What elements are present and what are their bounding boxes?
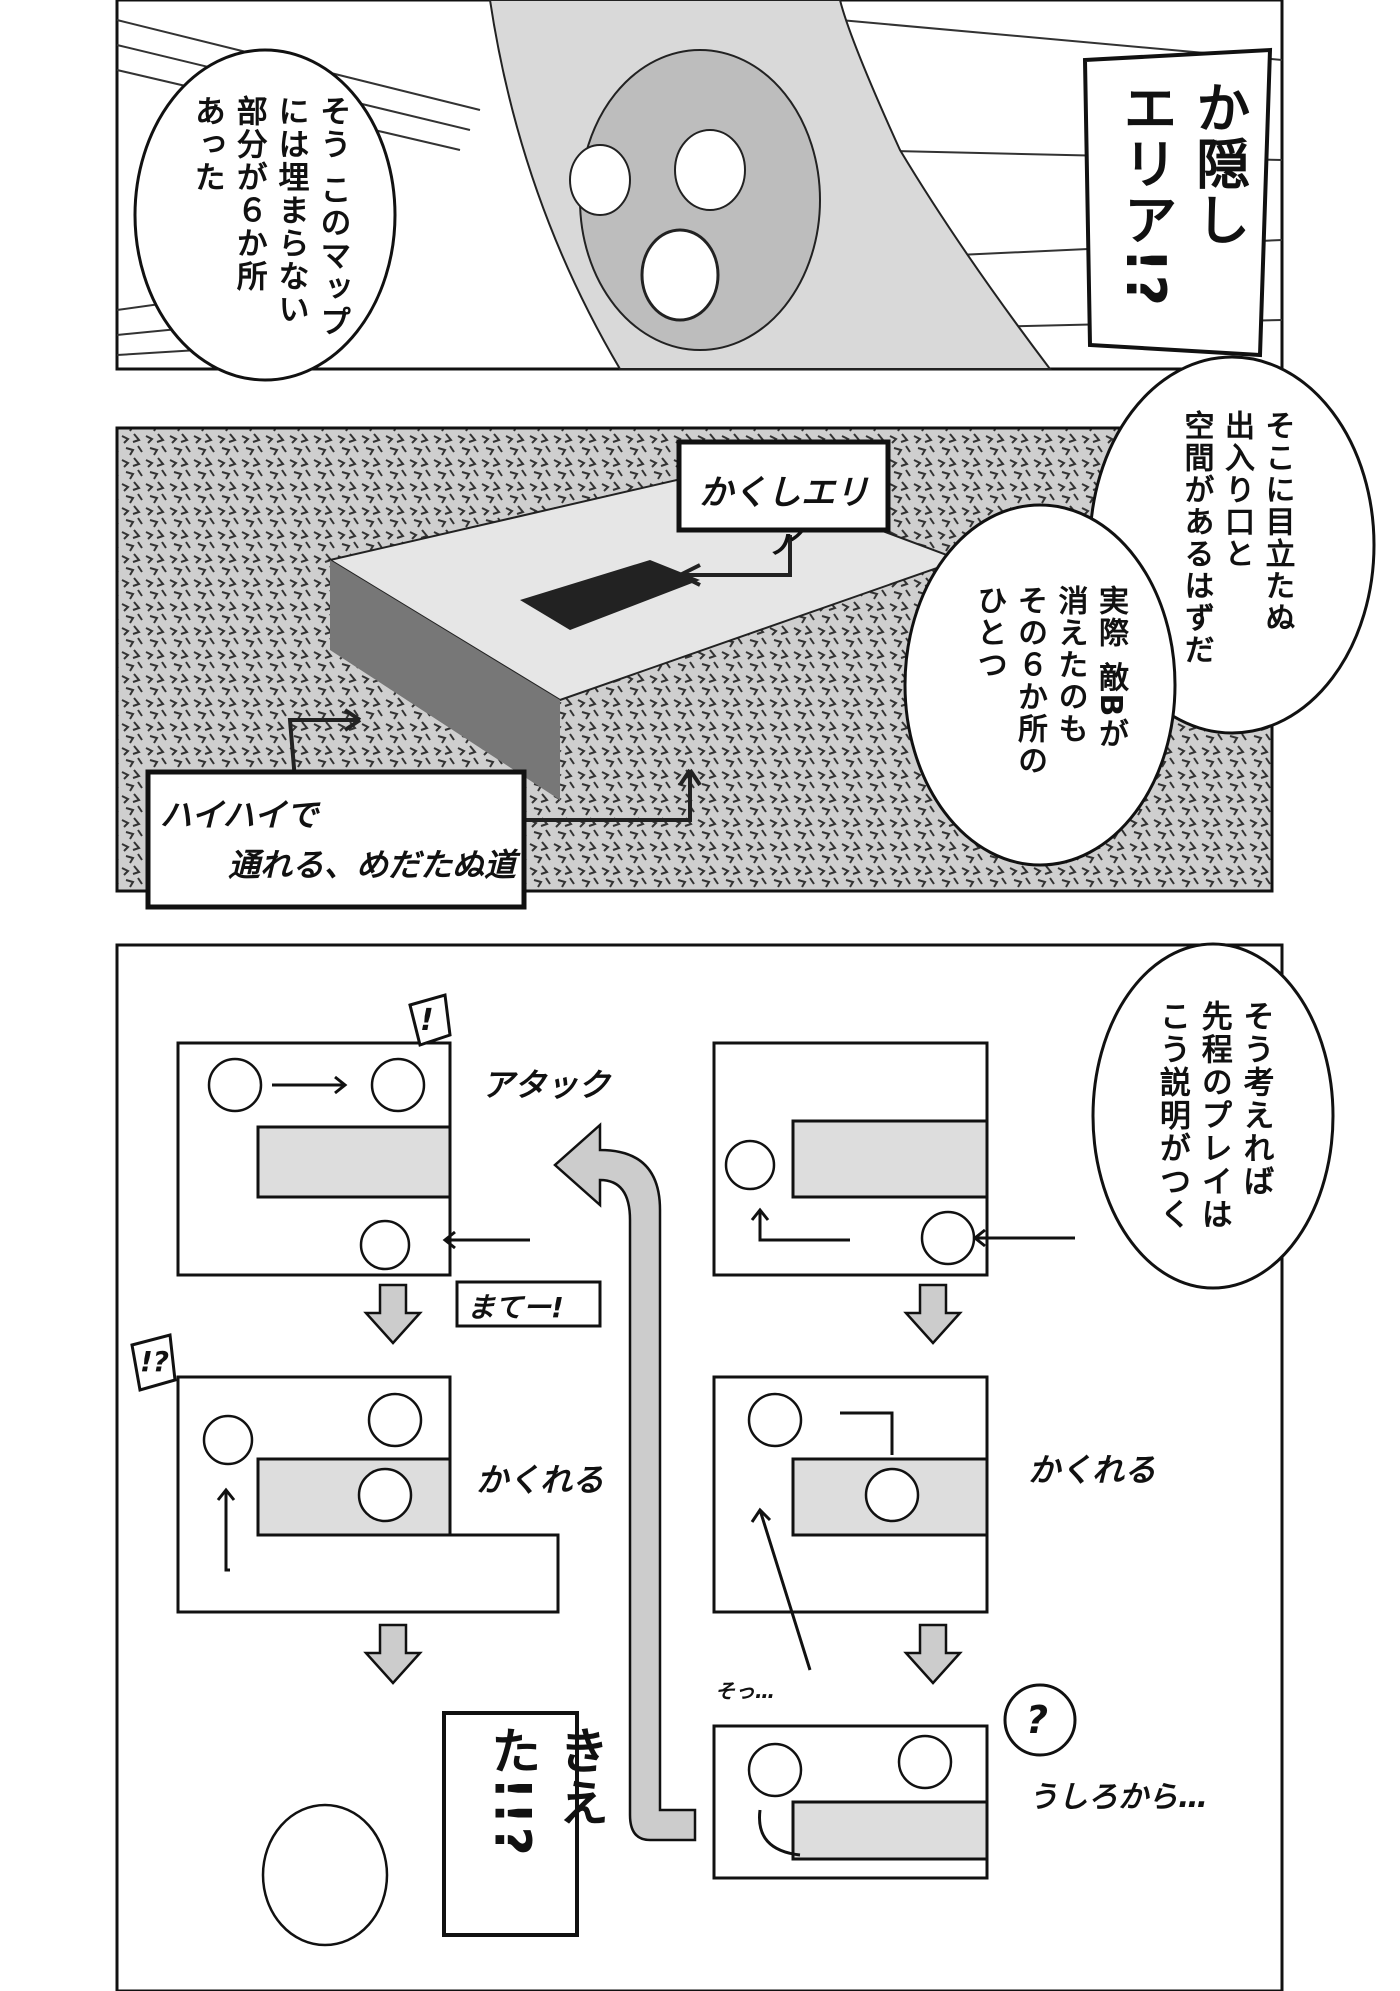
label-attack: アタック	[482, 1066, 611, 1104]
bubble-line: には埋まらない	[272, 95, 309, 326]
exclaim-mark: !	[420, 1003, 434, 1038]
speech-bubble-enemy-b: 実際 敵Bが 消えたのも その６か所の ひとつ	[968, 585, 1130, 845]
bubble-line: 消えたのも	[1052, 585, 1088, 745]
label-hidden-area: かくしエリア	[699, 473, 869, 562]
bubble-line: あった	[188, 95, 225, 194]
label-sneak: そっ…	[715, 1679, 775, 1703]
label-line: ハイハイで	[160, 796, 319, 834]
bubble-line: そう このマップ	[314, 95, 351, 339]
label-line: 通れる、めだたぬ道	[227, 846, 516, 884]
bubble-line: ひとつ	[971, 585, 1007, 681]
bubble-line: 空間があるはずだ	[1178, 410, 1214, 666]
label-from-behind: うしろから…	[1028, 1780, 1208, 1815]
panel-2	[115, 355, 1376, 910]
bubble-line: 先程のプレイは	[1195, 1000, 1232, 1231]
shout-box	[1082, 47, 1273, 358]
bubble-line: その６か所の	[1012, 585, 1047, 777]
bubble-line: 実際 敵Bが	[1093, 585, 1128, 751]
speech-bubble-explanation: そう考えれば 先程のプレイは こう説明がつく	[1150, 1000, 1276, 1280]
speech-bubble	[133, 48, 397, 382]
label-wait: まてー!	[467, 1291, 564, 1324]
bubble-line: そこに目立たぬ	[1259, 410, 1295, 634]
label-hide-right: かくれる	[1028, 1451, 1157, 1489]
bubble-line: 出入り口と	[1219, 410, 1254, 570]
speech-bubble-map-hidden-parts: そう このマップ には埋まらない 部分が６か所 あった	[185, 95, 352, 375]
shout-vanished: きえた!!?	[483, 1725, 610, 1858]
shout-hidden-area: か隠し エリア!?	[1108, 80, 1254, 350]
label-hide-left: かくれる	[476, 1461, 605, 1499]
shout-line: エリア!?	[1113, 80, 1177, 308]
panel-3	[115, 942, 1335, 1991]
speech-bubble-hidden-entrance: そこに目立たぬ 出入り口と 空間があるはずだ	[1175, 410, 1297, 710]
shout-line: か隠し	[1186, 80, 1250, 248]
bubble-line: そう考えれば	[1237, 1000, 1274, 1198]
exclaim-question-mark: !?	[140, 1345, 170, 1378]
question-mark: ?	[1026, 1698, 1049, 1742]
bubble-line: 部分が６か所	[230, 95, 267, 293]
bubble-line: こう説明がつく	[1153, 1000, 1190, 1231]
panel-1	[115, 0, 1284, 382]
label-crawl-path: ハイハイで 通れる、めだたぬ道	[160, 790, 516, 890]
